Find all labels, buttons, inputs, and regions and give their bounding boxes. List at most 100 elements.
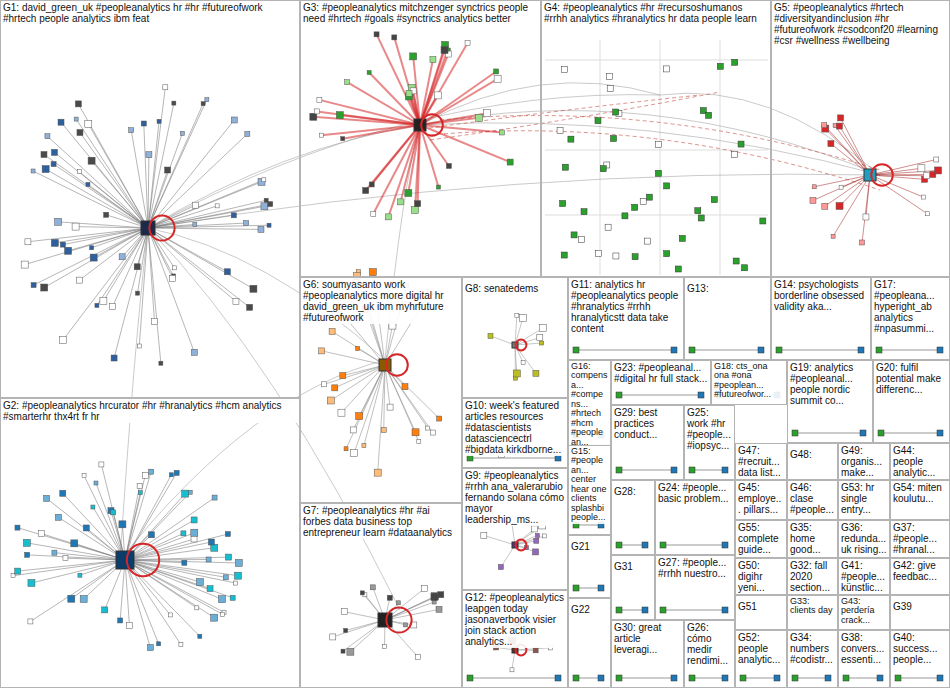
group-label: G46: clase #people... — [790, 482, 835, 515]
vertex-pair — [876, 347, 943, 353]
group-box: G21 — [568, 535, 611, 598]
group-label: G37: #people... #hranal... — [893, 522, 947, 555]
group-label-wrap: G37: #people... #hranal... — [891, 521, 949, 556]
group-box: G6: soumyasanto work #peopleanalytics mo… — [300, 277, 462, 503]
group-box: G29: best practices conduct... — [611, 405, 684, 480]
group-label: G6: soumyasanto work #peopleanalytics mo… — [303, 279, 459, 323]
group-label-wrap: G33: clients day — [788, 596, 837, 617]
group-label: G53: hr single entry... — [841, 482, 887, 515]
group-label: G3: #peopleanalytics mitchzenger synctri… — [303, 2, 538, 24]
group-label-wrap: G14: psychologists borderline obsessed v… — [772, 278, 870, 313]
group-box: G30: great article leveragi... — [611, 620, 684, 688]
group-label-wrap: G6: soumyasanto work #peopleanalytics mo… — [301, 278, 461, 324]
group-label: G23: #peopleanal... #digital hr full sta… — [614, 362, 708, 384]
group-label-wrap: G29: best practices conduct... — [612, 406, 683, 441]
group-box: G26: cómo medir rendimi... — [684, 620, 735, 688]
group-label-wrap: G53: hr single entry... — [839, 481, 889, 516]
group-box: G4: #peopleanalytics #hr #recursoshumano… — [541, 0, 771, 277]
vertex-pair — [740, 675, 780, 681]
group-label-wrap: G34: numbers #codistr... — [788, 631, 837, 666]
group-label-wrap: G23: #peopleanal... #digital hr full sta… — [612, 361, 710, 385]
group-label-wrap: G18: cts_ona ona #ona #peoplean... #futu… — [712, 361, 786, 401]
group-label: G19: analytics #peopleanal... people nor… — [790, 362, 870, 406]
group-label-wrap: G45: employe... pillars... — [736, 481, 786, 516]
group-label-wrap: G11: analytics hr #peopleanalytics peopl… — [569, 278, 683, 335]
group-label-wrap: G52: people analytic... — [736, 631, 786, 666]
vertex-pair — [467, 675, 561, 681]
group-box: G19: analytics #peopleanal... people nor… — [787, 360, 873, 443]
group-label: G32: fall 2020 section... — [790, 560, 835, 593]
group-box: G22 — [568, 598, 611, 688]
group-box: G45: employe... pillars... — [735, 480, 787, 520]
group-label: G42: give feedbac... — [893, 560, 947, 582]
group-box: G34: numbers #codistr... — [787, 630, 838, 688]
group-label-wrap: G13: — [685, 282, 711, 295]
group-label-wrap: G55: complete guide... — [736, 521, 786, 556]
group-label-wrap: G15: #peoplean... center hear one client… — [569, 446, 610, 524]
vertex-pair — [843, 675, 883, 681]
group-label: G17: #peopleana... hyperight_ab analytic… — [874, 279, 947, 334]
group-box: G20: fulfil potential make differenc... — [873, 360, 950, 443]
group-label: G5: #peopleanalytics #hrtech #diversitya… — [774, 2, 947, 46]
group-label: G12: #peopleanalytics leapgen today jaso… — [465, 592, 565, 647]
vertex-cluster — [488, 314, 546, 381]
group-label-wrap: G50: digihr yeni... — [736, 559, 786, 594]
group-label: G35: home good... — [790, 522, 835, 555]
vertex-pair — [878, 430, 943, 436]
group-label: G54: miten koulutu... — [893, 482, 947, 504]
group-label-wrap: G5: #peopleanalytics #hrtech #diversitya… — [772, 1, 949, 47]
group-label: G9: #peopleanalytics #rrhh ana_valerarub… — [465, 470, 565, 525]
vertex-pair — [660, 607, 728, 613]
group-label-wrap: G21 — [569, 540, 592, 553]
vertex-pair — [616, 607, 648, 613]
group-box: G27: #people... #rrhh nuestro... — [655, 555, 735, 620]
group-label-wrap: G48: — [788, 448, 814, 461]
vertex-cluster — [810, 115, 942, 245]
group-label-wrap: G36: redunda... uk rising... — [839, 521, 889, 556]
vertex-pair — [689, 675, 728, 681]
group-label-wrap: G42: give feedbac... — [891, 559, 949, 583]
group-box: G33: clients day — [787, 595, 838, 630]
inter-group-edges — [120, 83, 880, 610]
group-label: G48: — [790, 449, 812, 460]
group-box: G25: work #hr #people... #iopsyc... — [684, 405, 735, 480]
group-box: G48: — [787, 443, 838, 480]
vertex-pair — [573, 347, 677, 353]
group-label: G7: #peopleanalytics #hr #ai forbes data… — [303, 505, 459, 538]
group-label-wrap: G27: #people... #rrhh nuestro... — [656, 556, 734, 580]
group-label: G14: psychologists borderline obsessed v… — [774, 279, 868, 312]
group-box: G5: #peopleanalytics #hrtech #diversitya… — [771, 0, 950, 277]
vertex-pair — [616, 392, 704, 398]
group-box: G7: #peopleanalytics #hr #ai forbes data… — [300, 503, 462, 688]
group-label-wrap: G17: #peopleana... hyperight_ab analytic… — [872, 278, 949, 335]
group-box: G36: redunda... uk rising... — [838, 520, 890, 558]
group-box: G50: digihr yeni... — [735, 558, 787, 595]
group-box: G3: #peopleanalytics mitchzenger synctri… — [300, 0, 541, 277]
group-label: G51 — [738, 601, 757, 612]
group-label-wrap: G4: #peopleanalytics #hr #recursoshumano… — [542, 1, 770, 25]
group-label: G40: success... people... — [893, 632, 947, 665]
group-box: G32: fall 2020 section... — [787, 558, 838, 595]
group-label-wrap: G1: david_green_uk #peopleanalytics hr #… — [1, 1, 299, 25]
group-label: G29: best practices conduct... — [614, 407, 681, 440]
group-label-wrap: G25: work #hr #people... #iopsyc... — [685, 406, 734, 452]
group-box: G55: complete guide... — [735, 520, 787, 558]
group-box: G49: organis... make... — [838, 443, 890, 480]
group-box: G54: miten koulutu... — [890, 480, 950, 520]
group-label: G28: — [614, 486, 636, 497]
vertex-cluster — [11, 462, 242, 651]
vertex-pair — [776, 347, 864, 353]
group-box: G16: compensa... #compens... #hrtech #hc… — [568, 360, 611, 445]
vertex-grid — [557, 59, 766, 272]
group-label: G34: numbers #codistr... — [790, 632, 835, 665]
vertex-pair — [689, 467, 728, 473]
vertex-pair — [792, 430, 866, 436]
group-label: G50: digihr yeni... — [738, 560, 784, 593]
group-label-wrap: G44: people analytic... — [891, 444, 949, 479]
group-box: G46: clase #people... — [787, 480, 838, 520]
group-label-wrap: G22 — [569, 603, 592, 616]
group-box: G41: #people... künstlic... — [838, 558, 890, 595]
group-label-wrap: G47: #recruit... data list... — [736, 444, 786, 479]
group-box: G44: people analytic... — [890, 443, 950, 480]
